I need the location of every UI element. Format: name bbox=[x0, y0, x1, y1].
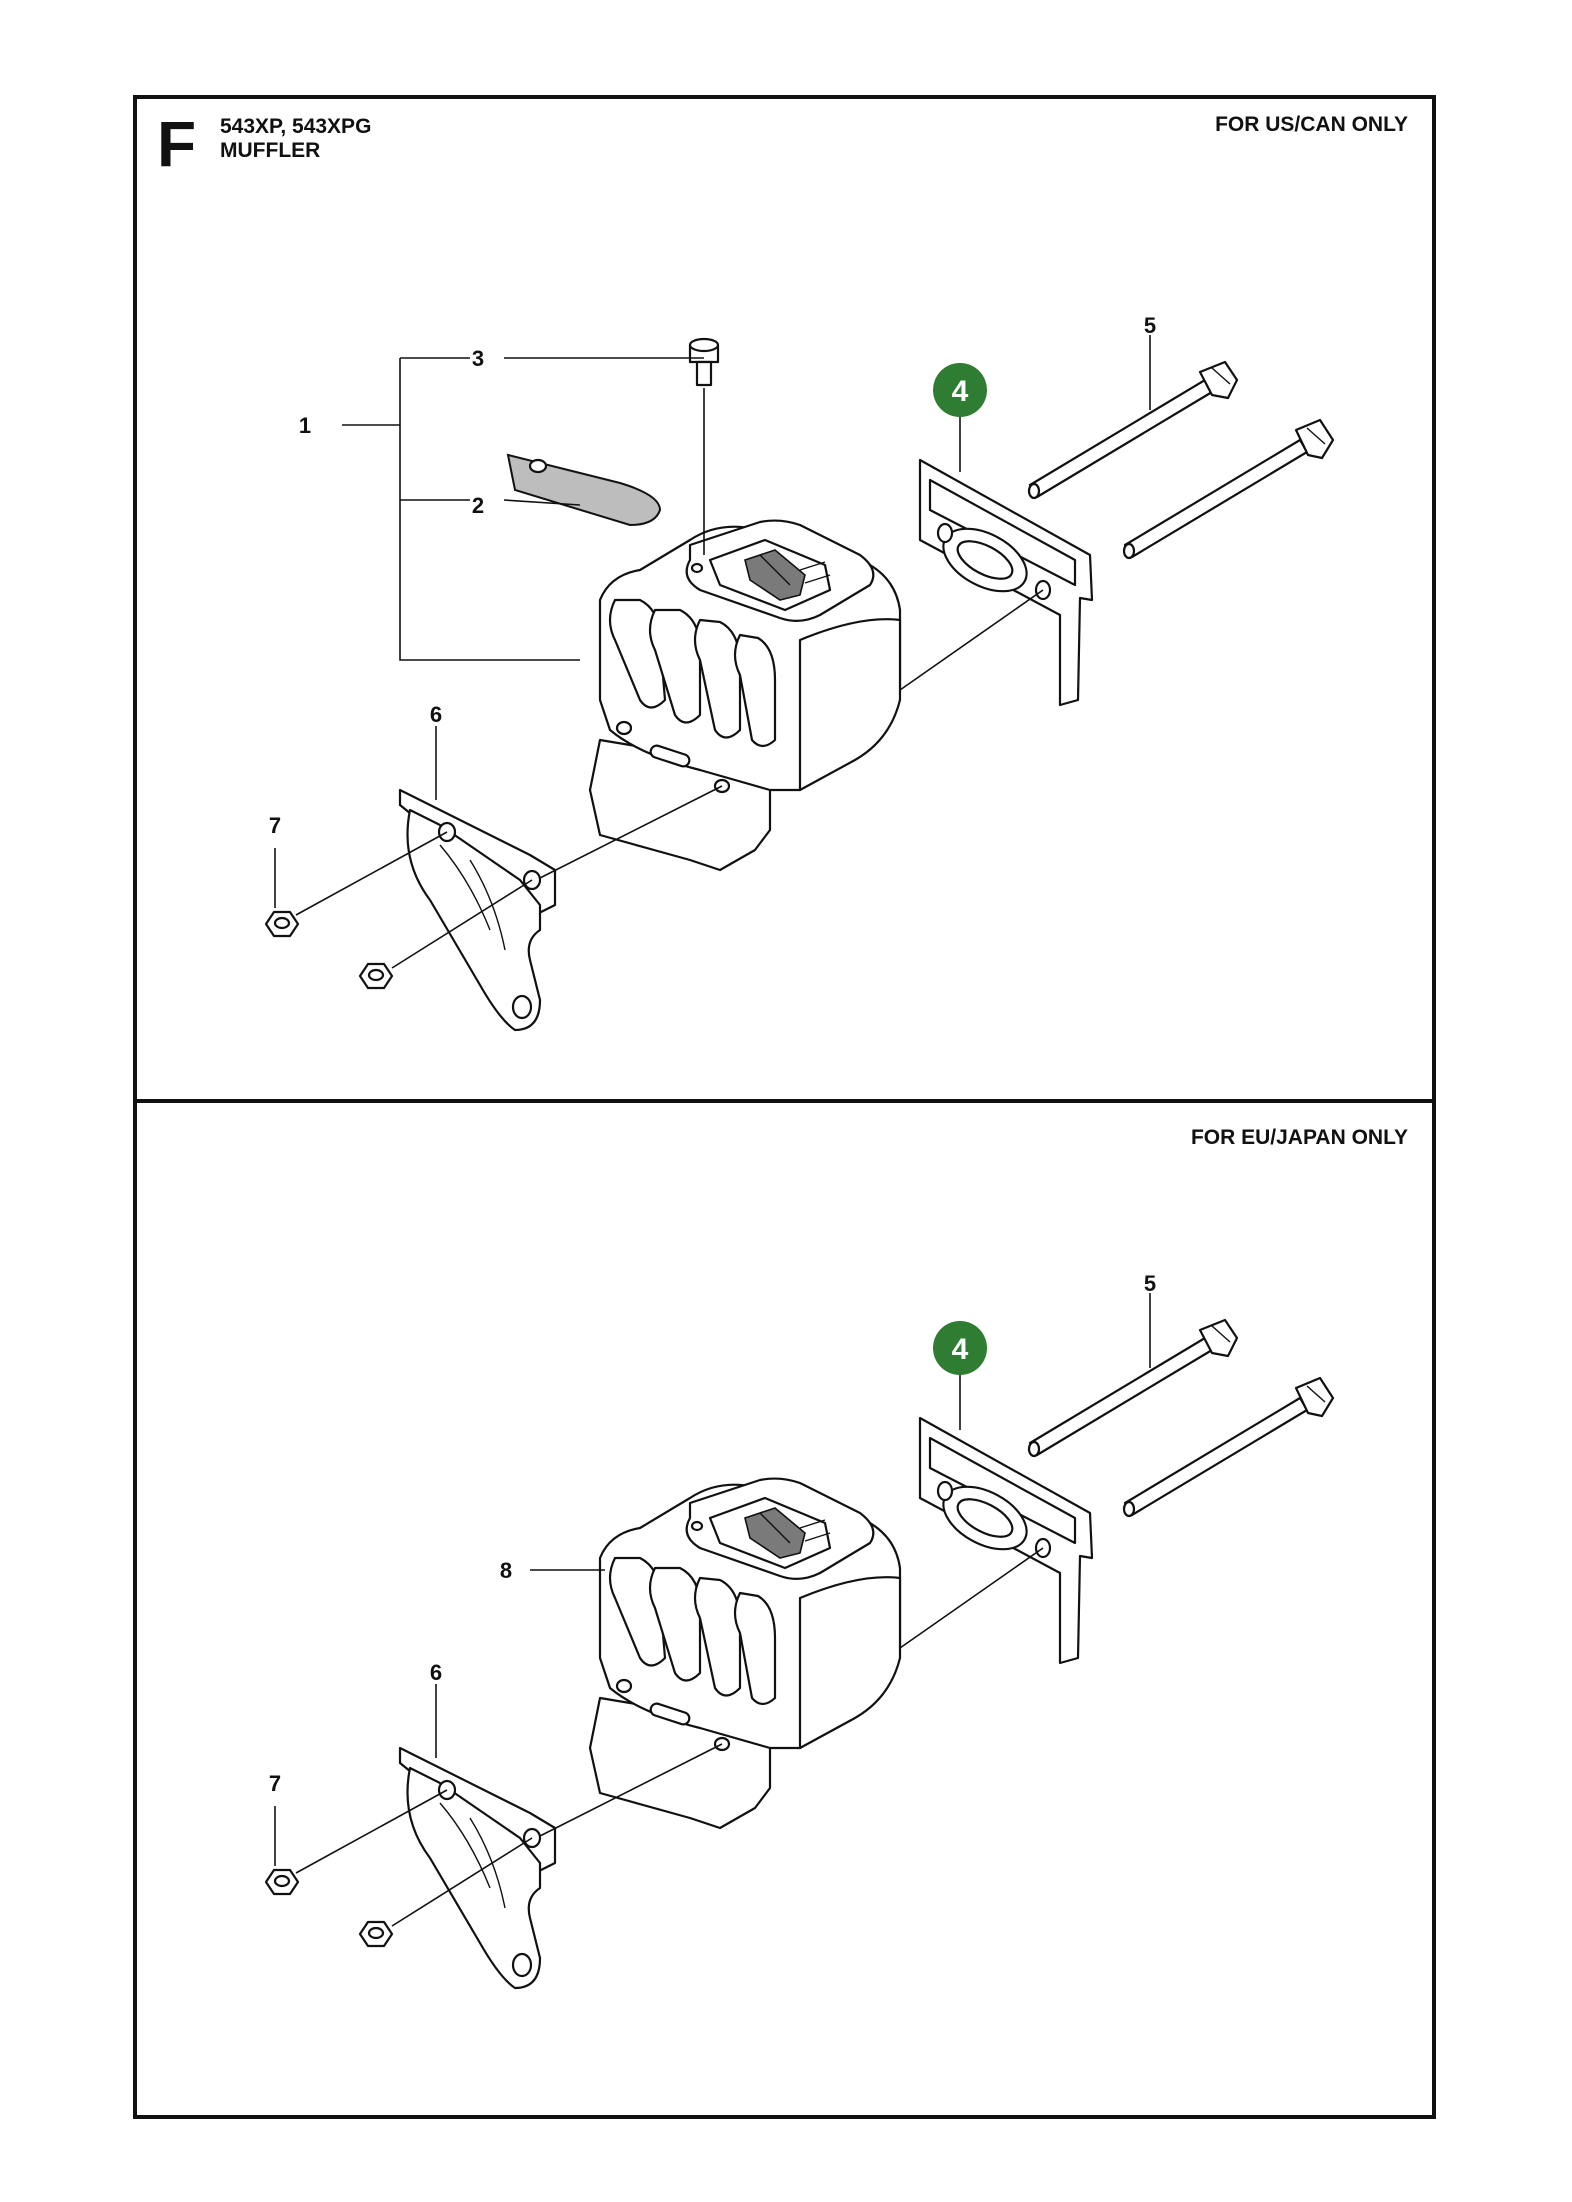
bracket-part bbox=[398, 788, 557, 1032]
bolt-parts bbox=[1027, 1318, 1335, 1518]
panel-eu-japan: 4 5 6 7 8 bbox=[264, 1271, 1335, 1990]
bolt-parts bbox=[1027, 360, 1335, 560]
region-note-eu-japan: FOR EU/JAPAN ONLY bbox=[1190, 1126, 1408, 1149]
callout-label: 5 bbox=[1144, 313, 1156, 338]
diagram-frame bbox=[133, 95, 1436, 2119]
callout-label: 6 bbox=[430, 1660, 442, 1685]
highlight-badge bbox=[933, 363, 987, 417]
callout-label: 8 bbox=[500, 1558, 512, 1583]
gasket-part bbox=[918, 458, 1094, 707]
diagram-header: 543XP, 543XPG MUFFLER bbox=[220, 115, 371, 163]
callout-label: 7 bbox=[269, 1771, 281, 1796]
screw-part bbox=[688, 337, 720, 387]
group-name: MUFFLER bbox=[220, 139, 321, 162]
callout-label: 3 bbox=[472, 346, 484, 371]
nut-part bbox=[264, 910, 300, 938]
muffler-part bbox=[588, 1477, 902, 1830]
callout-label: 5 bbox=[1144, 1271, 1156, 1296]
bracket-part bbox=[398, 1746, 557, 1990]
callout-label: 7 bbox=[269, 813, 281, 838]
model-names: 543XP, 543XPG bbox=[220, 115, 372, 138]
panel-divider bbox=[133, 1099, 1436, 1103]
nut-part bbox=[358, 962, 394, 990]
panel-us-can: 1 2 3 4 5 6 7 bbox=[264, 313, 1335, 1032]
callout-label: 1 bbox=[299, 413, 311, 438]
callout-label-highlight: 4 bbox=[952, 375, 969, 408]
gasket-part bbox=[918, 1416, 1094, 1665]
section-letter: F bbox=[157, 108, 197, 180]
plate-part bbox=[506, 453, 662, 527]
callout-label-highlight: 4 bbox=[952, 1333, 969, 1366]
muffler-part bbox=[588, 519, 902, 872]
highlight-badge bbox=[933, 1321, 987, 1375]
nut-part bbox=[358, 1920, 394, 1948]
callout-label: 2 bbox=[472, 493, 484, 518]
nut-part bbox=[264, 1868, 300, 1896]
region-note-us-can: FOR US/CAN ONLY bbox=[1215, 113, 1408, 136]
callout-label: 6 bbox=[430, 702, 442, 727]
